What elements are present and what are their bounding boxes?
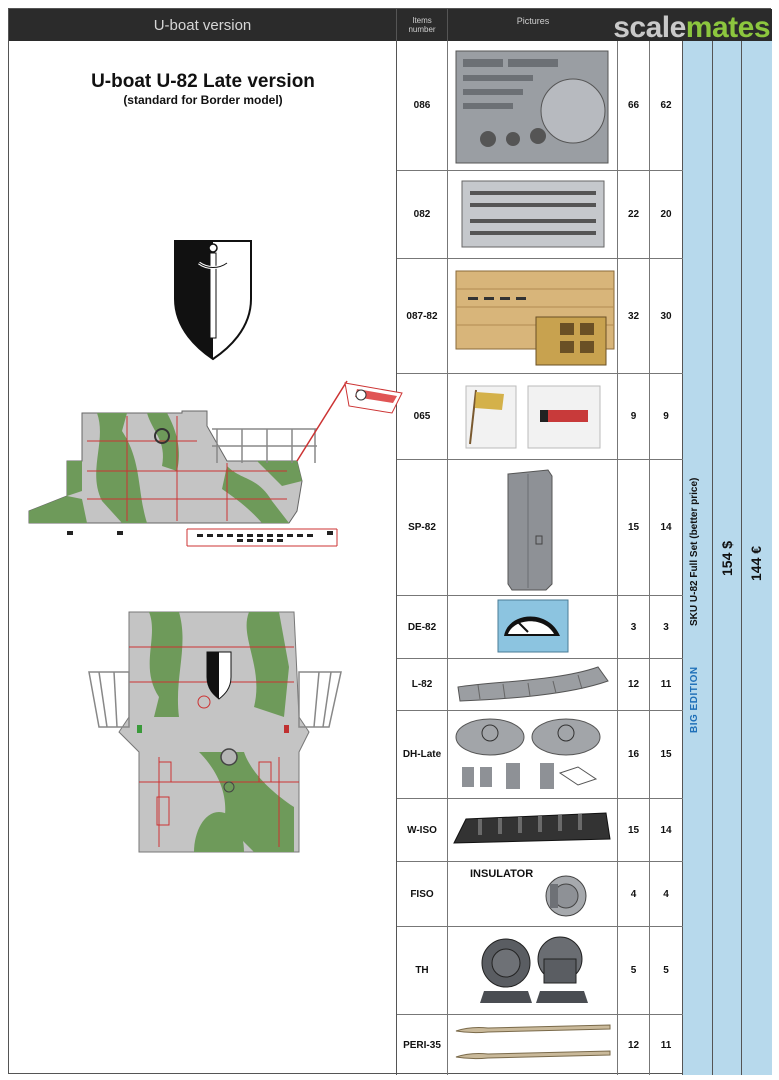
item-count-b: 11 bbox=[650, 659, 683, 710]
price-eur: 144 € bbox=[748, 545, 764, 581]
scalemates-logo: scalemates bbox=[613, 11, 770, 45]
item-count-a: 9 bbox=[618, 374, 650, 459]
item-row-de-82: DE-82 3 3 bbox=[397, 596, 683, 659]
header-number-label: number bbox=[408, 25, 436, 34]
sku-label: SKU U-82 Full Set (better price) bbox=[689, 477, 700, 626]
price-usd: 154 $ bbox=[719, 540, 735, 576]
item-code: 086 bbox=[397, 41, 448, 170]
item-count-b: 4 bbox=[650, 862, 683, 926]
item-picture bbox=[448, 460, 618, 595]
item-row-065: 065 9 9 bbox=[397, 374, 683, 460]
item-code: SP-82 bbox=[397, 460, 448, 595]
conning-tower-front-view bbox=[88, 611, 342, 853]
header-items-number: Items number bbox=[397, 9, 448, 41]
item-count-b: 15 bbox=[650, 711, 683, 798]
rail-part-image bbox=[457, 666, 609, 702]
insulator-strip-image bbox=[453, 812, 611, 844]
item-count-b: 3 bbox=[650, 596, 683, 658]
edition-column: SKU U-82 Full Set (better price) BIG EDI… bbox=[683, 41, 713, 1075]
tower-shell-image bbox=[507, 469, 553, 591]
item-row-086: 086 66 62 bbox=[397, 41, 683, 171]
item-code: TH bbox=[397, 927, 448, 1014]
item-picture bbox=[448, 1015, 618, 1075]
hatch-parts-image bbox=[455, 718, 601, 789]
page-subtitle: (standard for Border model) bbox=[123, 93, 283, 107]
item-count-b: 30 bbox=[650, 259, 683, 373]
item-row-fiso: FISO INSULATOR 4 4 bbox=[397, 862, 683, 927]
table-header: U-boat version Items number Pictures bbox=[9, 9, 772, 41]
item-code: DE-82 bbox=[397, 596, 448, 658]
page-title: U-boat U-82 Late version bbox=[91, 71, 315, 92]
item-code: 082 bbox=[397, 171, 448, 258]
item-count-a: 5 bbox=[618, 927, 650, 1014]
flag-set-image bbox=[465, 385, 601, 449]
item-count-b: 11 bbox=[650, 1015, 683, 1075]
usd-price-column: 154 $ bbox=[713, 41, 742, 1075]
item-code: FISO bbox=[397, 862, 448, 926]
item-count-a: 4 bbox=[618, 862, 650, 926]
insulator-label: INSULATOR bbox=[470, 868, 534, 880]
item-count-a: 15 bbox=[618, 460, 650, 595]
item-picture: INSULATOR bbox=[448, 862, 618, 926]
item-code: PERI-35 bbox=[397, 1015, 448, 1075]
item-code: DH-Late bbox=[397, 711, 448, 798]
header-title: U-boat version bbox=[9, 9, 397, 41]
item-count-b: 9 bbox=[650, 374, 683, 459]
item-picture bbox=[448, 799, 618, 861]
item-code: 087-82 bbox=[397, 259, 448, 373]
item-row-087-82: 087-82 32 30 bbox=[397, 259, 683, 374]
item-picture bbox=[448, 41, 618, 170]
photo-etch-fret-image bbox=[455, 50, 609, 164]
item-code: 065 bbox=[397, 374, 448, 459]
item-row-l-82: L-82 12 11 bbox=[397, 659, 683, 711]
item-picture bbox=[448, 927, 618, 1014]
item-count-a: 16 bbox=[618, 711, 650, 798]
item-row-082: 082 22 20 bbox=[397, 171, 683, 259]
catalog-sheet: U-boat version Items number Pictures sca… bbox=[8, 8, 772, 1075]
item-picture bbox=[448, 259, 618, 373]
item-count-a: 32 bbox=[618, 259, 650, 373]
item-count-a: 3 bbox=[618, 596, 650, 658]
conning-tower-side-view bbox=[28, 380, 403, 547]
item-count-a: 66 bbox=[618, 41, 650, 170]
item-row-sp-82: SP-82 15 14 bbox=[397, 460, 683, 596]
illustration-panel: U-boat U-82 Late version (standard for B… bbox=[9, 41, 403, 1075]
item-row-w-iso: W-ISO 15 14 bbox=[397, 799, 683, 862]
item-picture bbox=[448, 711, 618, 798]
item-count-a: 12 bbox=[618, 659, 650, 710]
photo-etch-fret-image bbox=[461, 180, 605, 248]
item-count-b: 14 bbox=[650, 460, 683, 595]
item-code: L-82 bbox=[397, 659, 448, 710]
item-count-a: 22 bbox=[618, 171, 650, 258]
item-count-b: 5 bbox=[650, 927, 683, 1014]
wooden-deck-image bbox=[455, 270, 615, 366]
item-row-peri-35: PERI-35 12 11 bbox=[397, 1015, 683, 1075]
sword-shield-emblem bbox=[174, 240, 252, 361]
item-row-dh-late: DH-Late 16 15 bbox=[397, 711, 683, 799]
insulator-image bbox=[545, 875, 587, 917]
item-code: W-ISO bbox=[397, 799, 448, 861]
big-edition-label: BIG EDITION bbox=[689, 666, 700, 733]
item-picture bbox=[448, 596, 618, 658]
item-count-a: 12 bbox=[618, 1015, 650, 1075]
item-row-th: TH 5 5 bbox=[397, 927, 683, 1015]
header-pictures: Pictures bbox=[516, 16, 550, 26]
header-items-label: Items bbox=[412, 16, 432, 25]
item-picture bbox=[448, 374, 618, 459]
item-count-b: 62 bbox=[650, 41, 683, 170]
eur-price-column: 144 € bbox=[742, 41, 772, 1075]
logo-text-scale: scale bbox=[613, 11, 686, 44]
item-count-a: 15 bbox=[618, 799, 650, 861]
periscope-image bbox=[455, 1024, 611, 1060]
item-picture bbox=[448, 171, 618, 258]
item-count-b: 14 bbox=[650, 799, 683, 861]
item-picture bbox=[448, 659, 618, 710]
decal-sheet-image bbox=[497, 599, 569, 653]
torpedo-hatch-image bbox=[480, 936, 588, 1003]
item-count-b: 20 bbox=[650, 171, 683, 258]
logo-text-mates: mates bbox=[685, 11, 771, 44]
